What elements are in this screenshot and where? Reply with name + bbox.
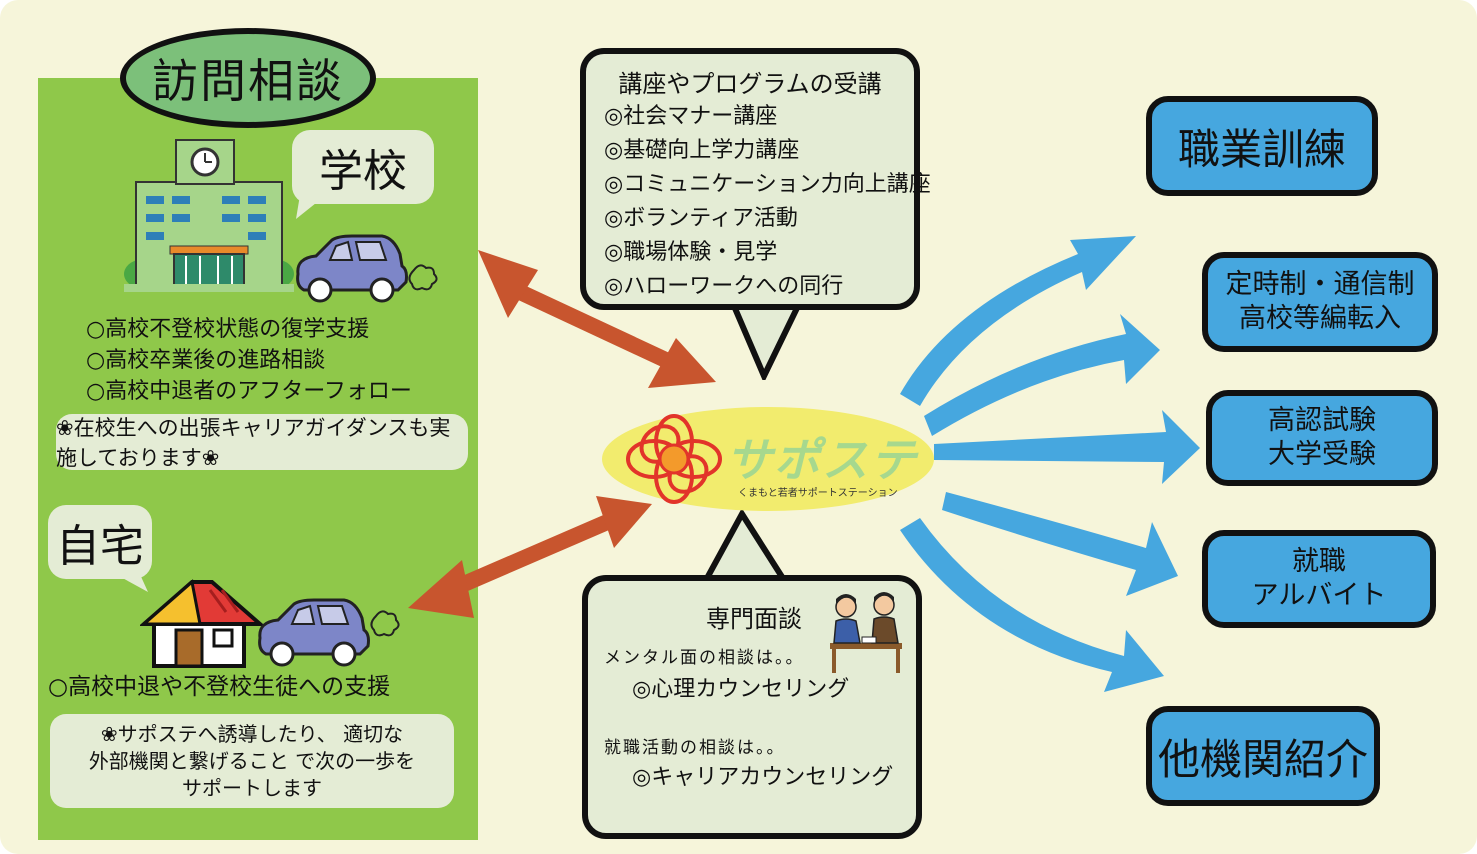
home-note-line: 外部機関と繋げること で次の一歩を	[88, 748, 416, 773]
destination-label: 大学受験	[1268, 439, 1376, 470]
destination-arrows	[900, 236, 1200, 692]
program-item: ◎ボランティア活動	[604, 206, 798, 231]
job-item: ◎キャリアカウンセリング	[632, 765, 894, 790]
home-note-line: ❀サポステへ誘導したり、 適切な	[100, 721, 404, 746]
destination-other-agency: 他機関紹介	[1146, 706, 1380, 806]
destination-label: 定時制・通信制	[1225, 269, 1415, 300]
destination-label: 高校等編転入	[1239, 303, 1401, 334]
home-support-item: ○高校中退や不登校生徒への支援	[48, 674, 391, 700]
programs-list: ◎社会マナー講座 ◎基礎向上学力講座 ◎コミュニケーション力向上講座 ◎ボランテ…	[604, 100, 931, 304]
programs-box: 講座やプログラムの受講 ◎社会マナー講座 ◎基礎向上学力講座 ◎コミュニケーショ…	[580, 48, 931, 310]
programs-title: 講座やプログラムの受講	[618, 70, 882, 98]
school-item: ○高校卒業後の進路相談	[86, 348, 326, 373]
house-icon	[140, 579, 264, 668]
consult-callout-tail	[703, 510, 787, 586]
connector-arrows	[408, 250, 716, 618]
arrow-to-high-school-transfer	[924, 314, 1160, 436]
destination-vocational-training: 職業訓練	[1146, 96, 1378, 196]
visit-title: 訪問相談	[120, 28, 376, 128]
school-item: ○高校中退者のアフターフォロー	[86, 379, 412, 404]
destination-high-school-transfer: 定時制・通信制 高校等編転入	[1202, 252, 1438, 352]
destination-employment: 就職 アルバイト	[1202, 530, 1436, 628]
school-label: 学校	[292, 130, 434, 204]
home-label: 自宅	[48, 505, 152, 579]
counseling-people-icon	[830, 592, 902, 673]
arrow-home-to-center	[408, 496, 652, 618]
school-note: ❀在校生への出張キャリアガイダンスも実施しております❀	[56, 414, 468, 470]
destination-label: 職業訓練	[1177, 124, 1346, 174]
consult-title: 専門面談	[706, 605, 802, 633]
programs-callout-tail	[731, 300, 801, 380]
home-note: ❀サポステへ誘導したり、 適切な 外部機関と繋げること で次の一歩を サポートし…	[50, 714, 454, 808]
sapostation-logo	[602, 407, 934, 511]
destination-label: 他機関紹介	[1157, 734, 1368, 784]
arrow-to-vocational-training	[900, 236, 1136, 406]
logo-subtitle: くまもと若者サポートステーション	[738, 488, 898, 499]
arrow-to-exam	[934, 410, 1200, 484]
arrow-to-other-agency	[900, 518, 1164, 692]
school-support-list: ○高校不登校状態の復学支援 ○高校卒業後の進路相談 ○高校中退者のアフターフォロ…	[86, 314, 412, 407]
logo-name: サポステ	[726, 433, 918, 487]
destination-exam: 高認試験 大学受験	[1206, 390, 1438, 486]
arrow-to-employment	[942, 492, 1178, 596]
mental-item: ◎心理カウンセリング	[632, 677, 850, 702]
destination-label: 就職	[1292, 546, 1346, 577]
program-item: ◎コミュニケーション力向上講座	[604, 172, 931, 197]
car-icon	[296, 234, 438, 303]
consult-box: 専門面談 メンタル面の相談は。。 ◎心理カウンセリング 就職活動の相談は。。 ◎…	[582, 575, 922, 839]
school-building-icon	[124, 139, 294, 292]
program-item: ◎基礎向上学力講座	[604, 138, 800, 163]
program-item: ◎ハローワークへの同行	[604, 274, 844, 299]
job-heading: 就職活動の相談は。。	[604, 738, 786, 758]
school-item: ○高校不登校状態の復学支援	[86, 317, 370, 342]
car-icon	[258, 598, 400, 667]
program-item: ◎社会マナー講座	[604, 104, 778, 129]
destination-label: アルバイト	[1251, 580, 1387, 611]
program-item: ◎職場体験・見学	[604, 240, 778, 265]
arrow-school-to-center	[478, 250, 716, 388]
home-note-line: サポートします	[182, 775, 322, 800]
mental-heading: メンタル面の相談は。。	[604, 648, 805, 668]
destination-label: 高認試験	[1268, 405, 1376, 436]
